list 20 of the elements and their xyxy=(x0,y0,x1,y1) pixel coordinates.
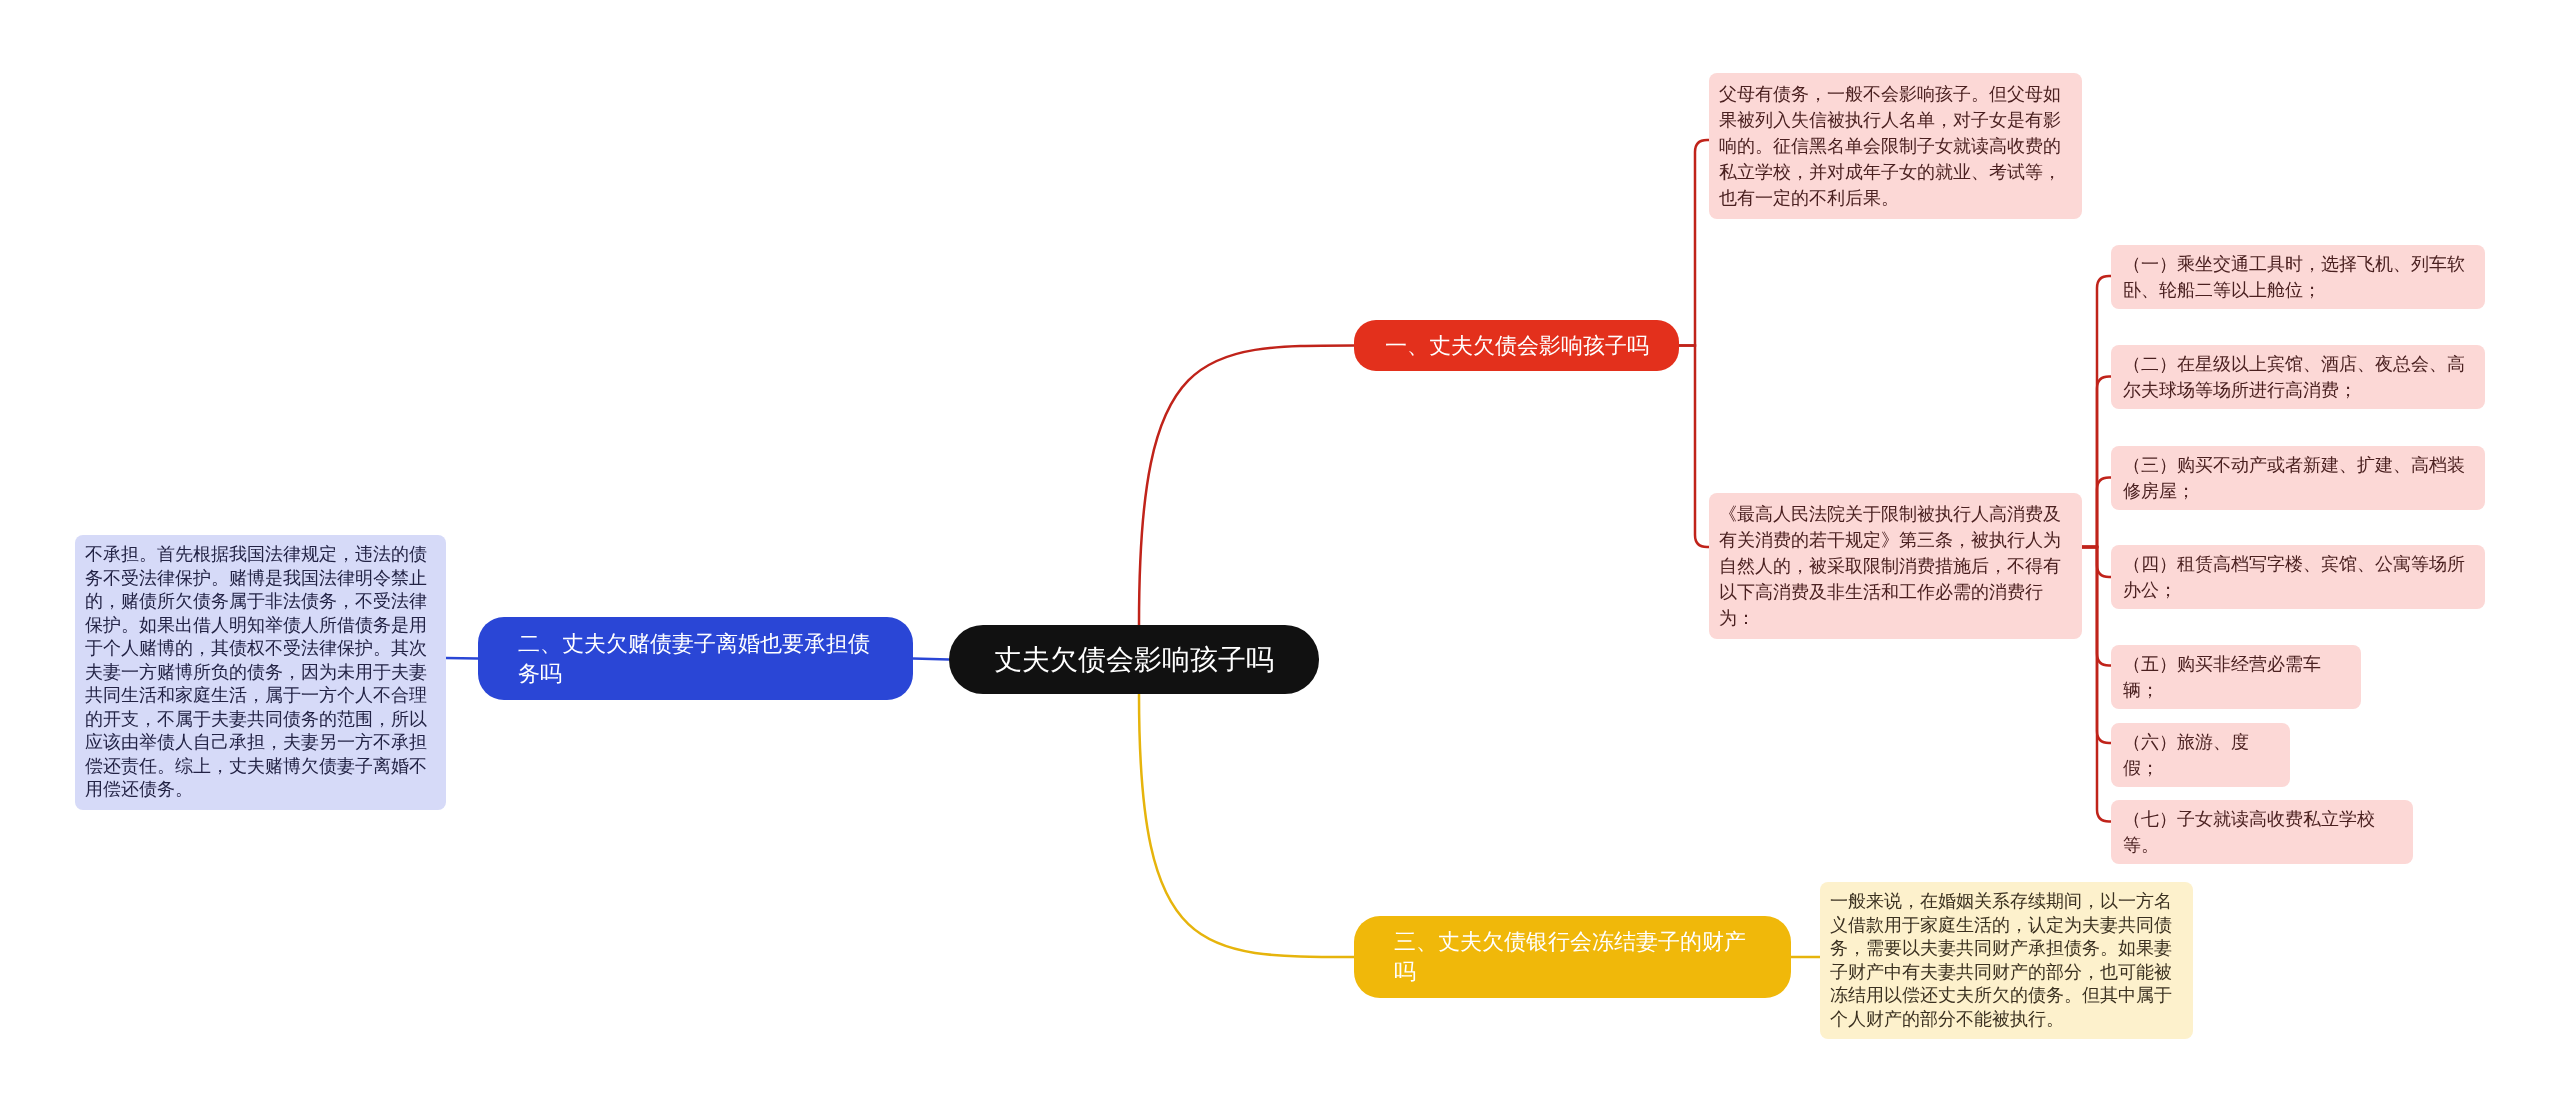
connector-line xyxy=(1137,693,1354,959)
text-card: 父母有债务，一般不会影响孩子。但父母如果被列入失信被执行人名单，对子女是有影响的。征信黑名单会限制子女就读高收费的私立学校，并对成年子女的就业、考试等，也有一定的不利后果。 xyxy=(1709,73,2082,219)
root-topic: 丈夫欠债会影响孩子吗 xyxy=(949,625,1319,694)
list-item: （七）子女就读高收费私立学校等。 xyxy=(2111,800,2413,864)
branch-topic: 一、丈夫欠债会影响孩子吗 xyxy=(1354,320,1679,371)
list-item: （五）购买非经营必需车辆； xyxy=(2111,645,2361,709)
list-item: （三）购买不动产或者新建、扩建、高档装修房屋； xyxy=(2111,446,2485,510)
connector-line xyxy=(445,656,479,660)
connector-line xyxy=(1137,344,1354,626)
text-card: 一般来说，在婚姻关系存续期间，以一方名义借款用于家庭生活的，认定为夫妻共同债务，需要以夫妻共同财产承担债务。如果妻子财产中有夫妻共同财产的部分，也可能被冻结用以偿还丈夫所欠的债务。但其中属于个人财产的部分不能被执行。 xyxy=(1820,882,2193,1039)
connector-line xyxy=(1791,955,1820,959)
branch-topic: 三、丈夫欠债银行会冻结妻子的财产吗 xyxy=(1354,916,1791,998)
list-item: （六）旅游、度假； xyxy=(2111,723,2290,787)
connector-line xyxy=(912,657,950,661)
text-card: 不承担。首先根据我国法律规定，违法的债务不受法律保护。赌博是我国法律明令禁止的，赌债所欠债务属于非法债务，不受法律保护。如果出借人明知举债人所借债务是用于个人赌博的，其债权不受法律保护。其次夫妻一方赌博所负的债务，因为未用于夫妻共同生活和家庭生活，属于一方个人不合理的开支，不属于夫妻共同债务的范围，所以应该由举债人自己承担，夫妻另一方不承担偿还责任。综上，丈夫赌博欠债妻子离婚不用偿还债务。 xyxy=(75,535,446,810)
list-item: （二）在星级以上宾馆、酒店、夜总会、高尔夫球场等场所进行高消费； xyxy=(2111,345,2485,409)
list-item: （四）租赁高档写字楼、宾馆、公寓等场所办公； xyxy=(2111,545,2485,609)
branch-topic: 二、丈夫欠赌债妻子离婚也要承担债务吗 xyxy=(478,617,913,700)
text-card: 《最高人民法院关于限制被执行人高消费及有关消费的若干规定》第三条，被执行人为自然人的，被采取限制消费措施后，不得有以下高消费及非生活和工作必需的消费行为： xyxy=(1709,493,2082,639)
list-item: （一）乘坐交通工具时，选择飞机、列车软卧、轮船二等以上舱位； xyxy=(2111,245,2485,309)
